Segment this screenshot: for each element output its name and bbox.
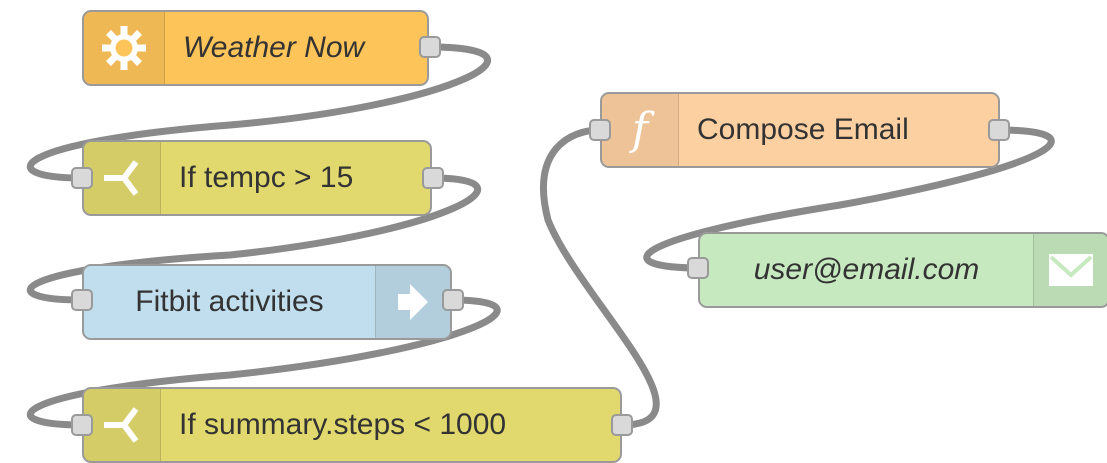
switch-steps-input-port[interactable] [71,414,93,436]
compose-email-node[interactable]: f Compose Email [600,92,1000,168]
compose-email-label: Compose Email [697,113,909,146]
email-output-input-port[interactable] [687,257,709,279]
email-output-label: user@email.com [753,253,980,286]
weather-now-label: Weather Now [183,31,365,64]
email-output-node[interactable]: user@email.com [698,232,1107,308]
switch-tempc-input-port[interactable] [71,167,93,189]
fitbit-activities-node[interactable]: Fitbit activities [82,264,452,340]
switch-tempc-label: If tempc > 15 [179,161,354,194]
wire-switch2-to-compose[interactable] [540,126,660,429]
weather-now-output-port[interactable] [419,36,441,58]
wire-switch1-to-fitbit[interactable] [26,174,482,304]
switch-steps-label: If summary.steps < 1000 [179,408,507,441]
switch-icon [84,389,161,461]
compose-email-input-port[interactable] [589,119,611,141]
switch-steps-node[interactable]: If summary.steps < 1000 [82,387,622,463]
sun-icon [84,12,165,84]
compose-email-output-port[interactable] [988,119,1010,141]
wire-compose-to-email[interactable] [643,126,1055,272]
switch-steps-output-port[interactable] [611,414,633,436]
svg-text:f: f [629,104,655,155]
wire-weather-to-switch1[interactable] [26,43,491,182]
function-icon: f [602,94,679,166]
switch-tempc-output-port[interactable] [422,167,444,189]
fitbit-activities-output-port[interactable] [442,289,464,311]
fitbit-activities-input-port[interactable] [71,289,93,311]
arrow-right-icon [375,266,450,338]
fitbit-activities-label: Fitbit activities [135,285,324,318]
envelope-icon [1033,234,1107,306]
switch-icon [84,142,161,214]
weather-now-node[interactable]: Weather Now [82,10,429,86]
switch-tempc-node[interactable]: If tempc > 15 [82,140,432,216]
wire-fitbit-to-switch2[interactable] [26,296,501,429]
